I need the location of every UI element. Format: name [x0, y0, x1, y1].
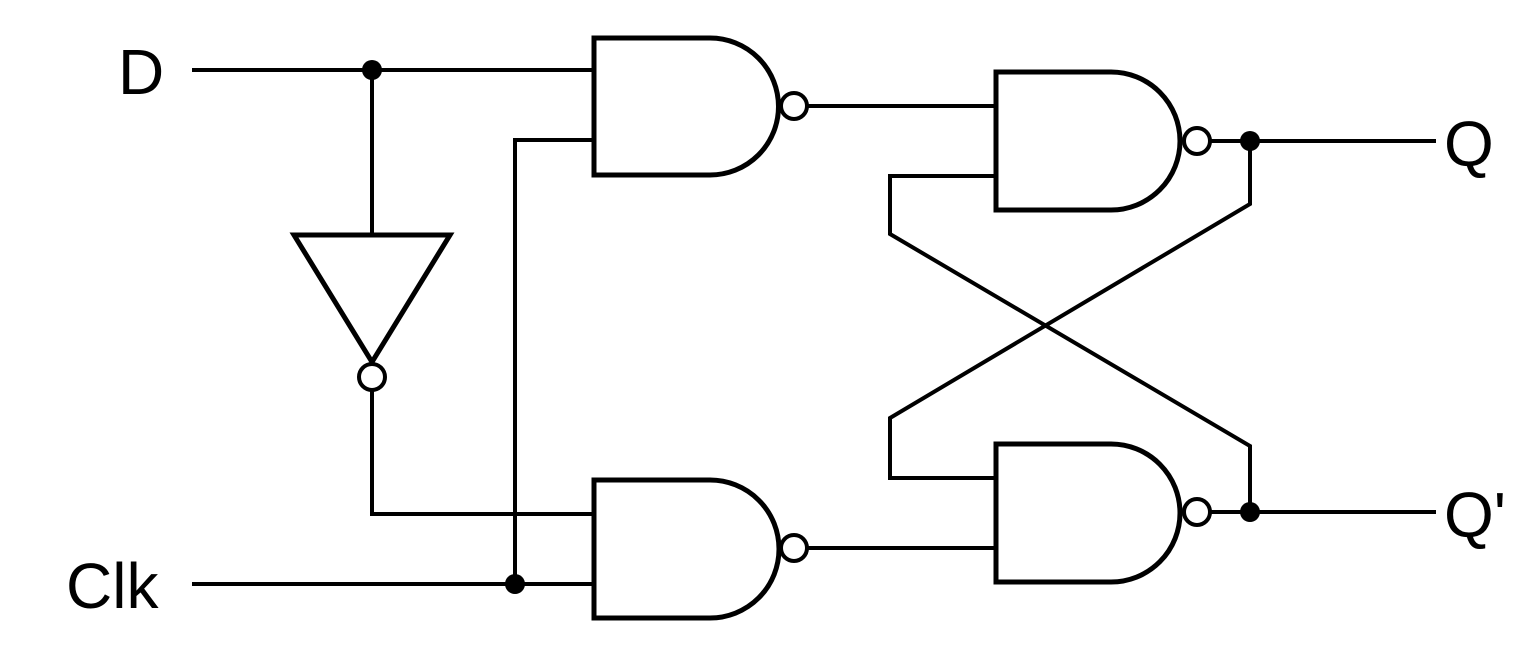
nand-gate-bottom-right-bubble [1182, 497, 1212, 527]
wire-inverter-out [370, 390, 594, 516]
label-clk: Clk [66, 550, 159, 622]
nand-gate-bottom-right-body [993, 441, 1183, 585]
nand-gate-bottom-right [993, 441, 1212, 585]
nand-gate-top-right [993, 69, 1212, 213]
junction-d [362, 60, 382, 80]
not-gate-body [289, 232, 455, 367]
nand-gate-top-right-bubble [1182, 126, 1212, 156]
junction-clk [505, 574, 525, 594]
nand-gate-top-left-bubble [779, 91, 809, 121]
wires [192, 68, 1436, 586]
nand-gate-bottom-left [591, 477, 809, 621]
label-q-bar: Q' [1444, 479, 1506, 551]
not-gate [289, 232, 455, 392]
nand-gate-top-right-body [993, 69, 1183, 213]
wire-clk-to-top-gate [513, 138, 594, 584]
nand-gate-top-left [591, 35, 809, 178]
junctions [362, 60, 1260, 594]
junction-q-bar [1240, 502, 1260, 522]
not-gate-bubble [357, 362, 387, 392]
label-q: Q [1444, 108, 1494, 180]
nand-gate-bottom-left-body [591, 477, 782, 621]
label-d: D [118, 36, 164, 108]
wire-q-feedback [888, 141, 1252, 480]
nand-gate-top-left-body [591, 35, 781, 178]
nand-gate-bottom-left-bubble [779, 533, 809, 563]
wire-q-bar-feedback [888, 174, 1252, 512]
junction-q [1240, 131, 1260, 151]
